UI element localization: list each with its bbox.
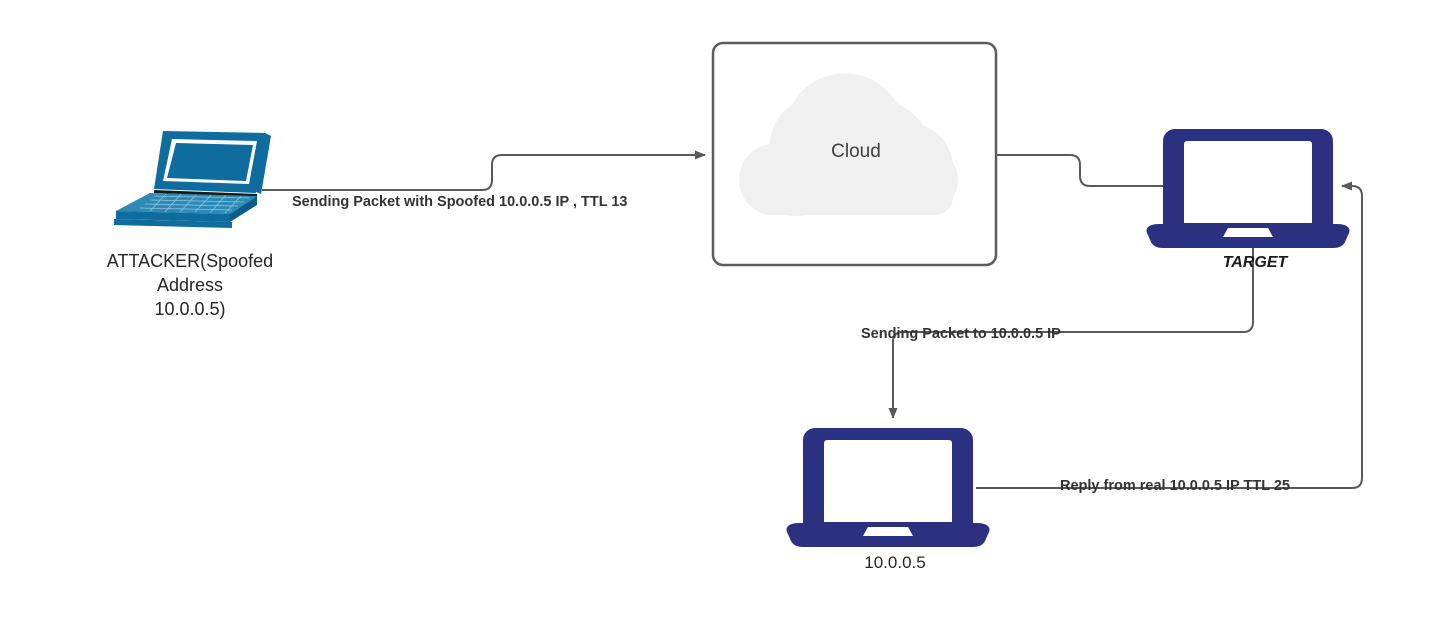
edge-label-attacker-to-cloud: Sending Packet with Spoofed 10.0.0.5 IP … [292,194,628,210]
edge-label-victim-to-target: Reply from real 10.0.0.5 IP TTL 25 [1060,478,1290,494]
edge-attacker-to-cloud [262,150,706,191]
cloud-label: Cloud [831,141,881,162]
edge-target-to-victim [888,240,1254,419]
laptop-icon [1146,129,1350,248]
cloud-icon [738,73,958,216]
laptop-icon [114,131,271,228]
attacker-label: ATTACKER(Spoofed Address 10.0.0.5) [106,251,274,319]
laptop-icon [786,428,990,547]
edge-cloud-to-target [997,154,1168,187]
target-label: TARGET [1222,254,1288,271]
edge-victim-to-target [976,181,1363,489]
edge-label-target-to-victim: Sending Packet to 10.0.0.5 IP [861,326,1061,342]
victim-label: 10.0.0.5 [864,553,926,572]
